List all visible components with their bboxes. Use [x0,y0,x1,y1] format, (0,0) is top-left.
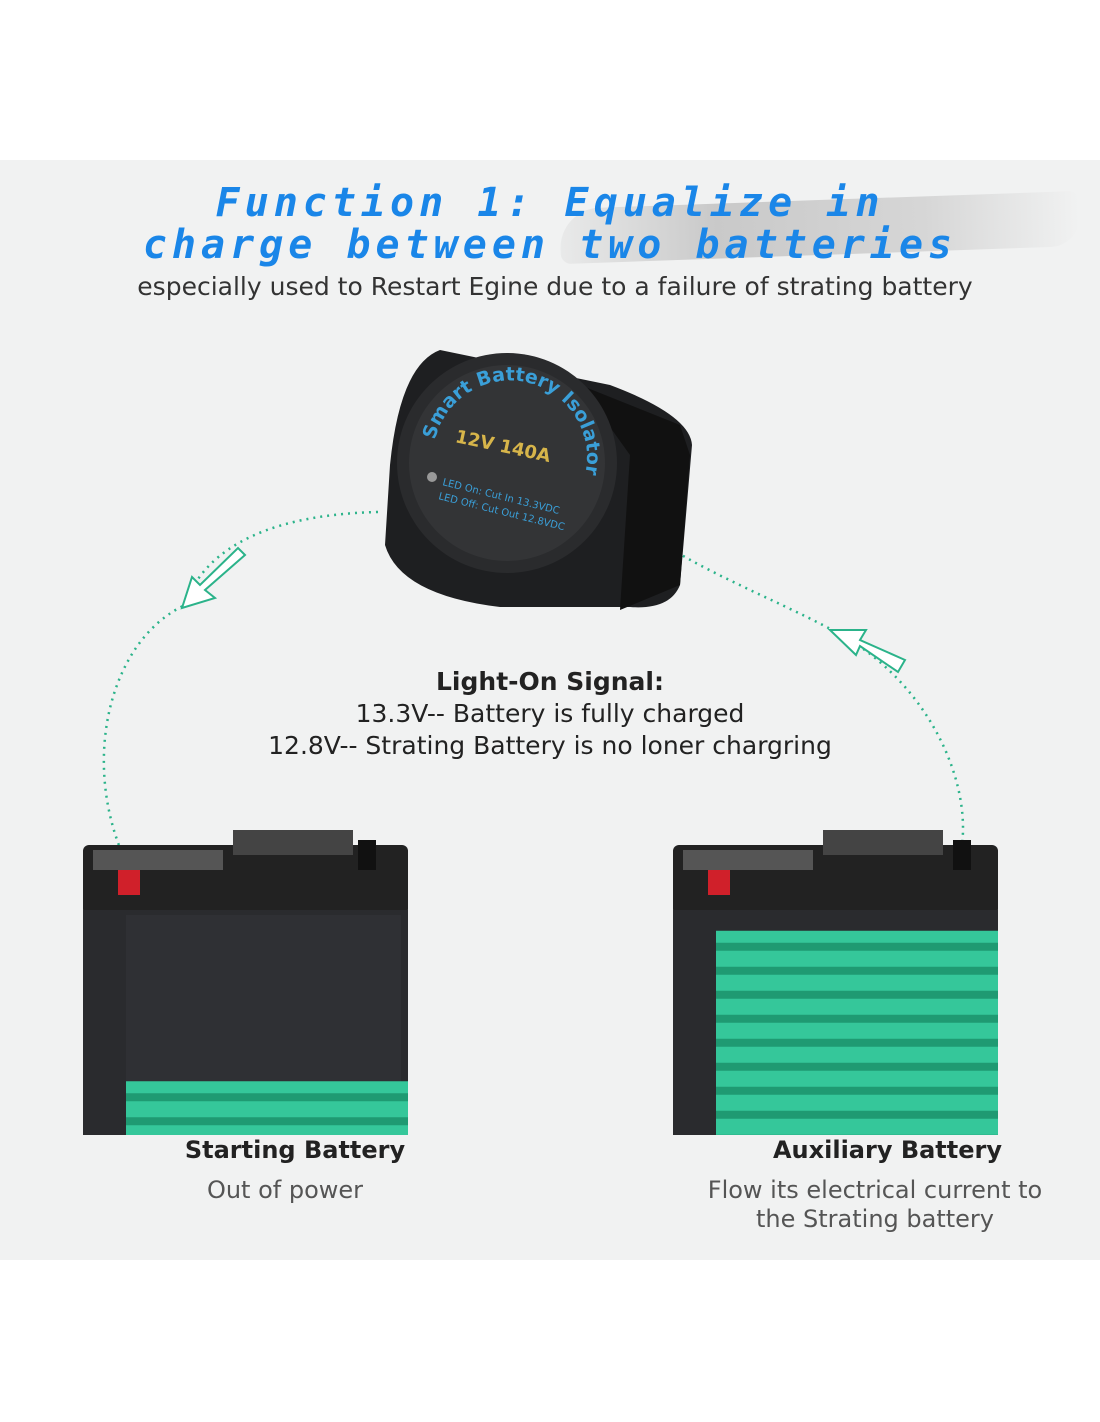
charge-level-fill [716,930,998,1135]
title-line-2: charge between two batteries [142,222,958,268]
starting-battery-desc: Out of power [206,1176,364,1204]
charge-stripe [716,966,998,975]
charge-stripe [716,1086,998,1095]
title-line-1: Function 1: Equalize in [215,180,885,226]
flow-path-left [102,510,379,861]
starting-battery [83,830,408,1135]
auxiliary-battery-desc-1: Flow its electrical current to [707,1176,1043,1204]
charge-stripe [126,1093,408,1102]
flow-path-right [664,543,965,846]
signal-line-2: 12.8V-- Strating Battery is no loner cha… [268,731,832,760]
signal-heading: Light-On Signal: [436,667,664,696]
auxiliary-battery-desc-2: the Strating battery [756,1205,994,1233]
subtitle: especially used to Restart Egine due to … [137,272,973,301]
charge-stripe [716,990,998,999]
charge-stripe [716,1062,998,1071]
auxiliary-battery-title: Auxiliary Battery [772,1136,1003,1164]
charge-stripe [716,1038,998,1047]
battery-isolator-device: Smart Battery Isolator 12V 140A LED On: … [385,350,692,610]
charge-stripe [716,1014,998,1023]
charge-level-fill [126,1081,408,1135]
charge-stripe [126,1117,408,1126]
charge-stripe [716,942,998,951]
starting-battery-title: Starting Battery [184,1136,406,1164]
arrow-left-icon [180,546,247,610]
auxiliary-battery [673,830,998,1135]
signal-line-1: 13.3V-- Battery is fully charged [355,699,745,728]
charge-stripe [716,1110,998,1119]
arrow-right-icon [827,629,907,674]
